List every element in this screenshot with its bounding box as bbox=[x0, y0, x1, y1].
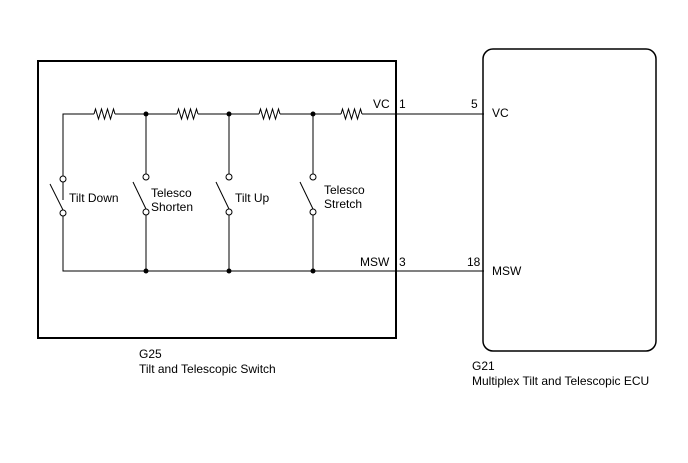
switch-telesco-stretch bbox=[299, 114, 317, 271]
msw-rail bbox=[62, 213, 484, 272]
resistor-2 bbox=[176, 107, 199, 121]
switch-label-tilt-down: Tilt Down bbox=[69, 191, 119, 205]
ecu-box bbox=[482, 48, 657, 352]
switch-msw-pin-number: 3 bbox=[399, 255, 406, 269]
switch-vc-signal-label: VC bbox=[373, 97, 390, 111]
ecu-vc-signal-label: VC bbox=[492, 106, 509, 120]
resistor-3 bbox=[258, 107, 281, 121]
switch-label-telesco-shorten-1: Telesco bbox=[151, 186, 192, 200]
resistor-1 bbox=[93, 107, 116, 121]
switch-telesco-shorten bbox=[132, 114, 150, 271]
switch-tilt-down bbox=[49, 114, 67, 217]
switch-vc-pin-number: 1 bbox=[399, 97, 406, 111]
switch-unit-box bbox=[37, 60, 397, 339]
ecu-code: G21 bbox=[472, 359, 495, 373]
ecu-name: Multiplex Tilt and Telescopic ECU bbox=[472, 374, 650, 388]
switch-label-telesco-shorten-2: Shorten bbox=[151, 200, 194, 214]
switch-msw-signal-label: MSW bbox=[360, 255, 390, 269]
vc-rail bbox=[62, 107, 484, 200]
switch-label-tilt-up: Tilt Up bbox=[235, 191, 270, 205]
switch-unit-name: Tilt and Telescopic Switch bbox=[139, 362, 276, 376]
switch-tilt-up bbox=[215, 114, 233, 271]
switch-unit-code: G25 bbox=[139, 347, 162, 361]
ecu-vc-pin-number: 5 bbox=[471, 97, 478, 111]
resistor-4 bbox=[340, 107, 363, 121]
switch-label-telesco-stretch-2: Stretch bbox=[324, 197, 363, 211]
ecu-msw-pin-number: 18 bbox=[467, 255, 481, 269]
ecu-msw-signal-label: MSW bbox=[492, 264, 522, 278]
switch-label-telesco-stretch-1: Telesco bbox=[324, 183, 365, 197]
